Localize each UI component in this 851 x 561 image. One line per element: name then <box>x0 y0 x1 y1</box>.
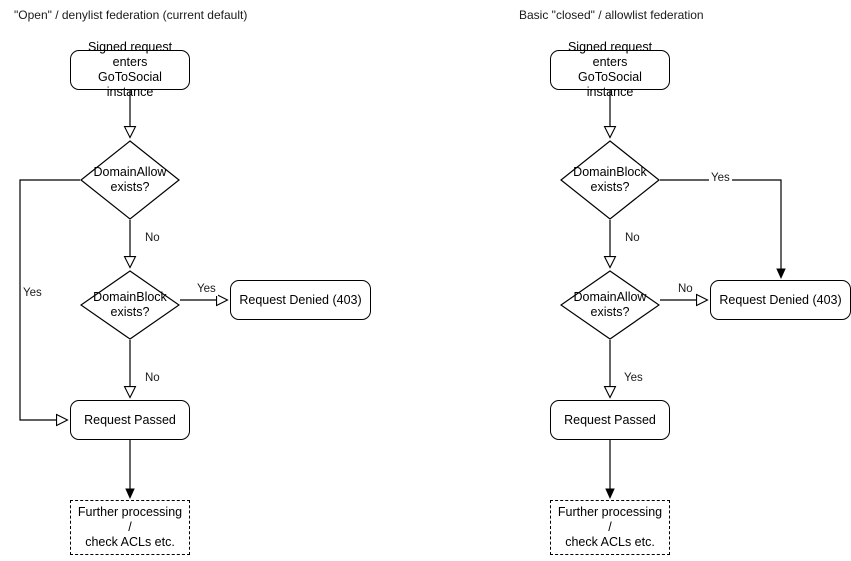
node-further-processing-left: Further processing / check ACLs etc. <box>70 500 190 555</box>
node-entry-left: Signed request enters GoToSocial instanc… <box>70 40 190 99</box>
diamond-shape <box>560 270 660 340</box>
node-further-processing-right: Further processing / check ACLs etc. <box>550 500 670 555</box>
decision-domainallow-left: DomainAllow exists? <box>80 140 180 220</box>
edge-label-right-block-no: No <box>623 232 642 245</box>
diamond-shape <box>560 140 660 220</box>
node-request-denied-left: Request Denied (403) <box>230 280 371 320</box>
decision-domainblock-right-label: DomainBlock exists? <box>573 165 647 194</box>
node-request-denied-right-label: Request Denied (403) <box>719 292 842 307</box>
node-request-denied-left-label: Request Denied (403) <box>239 292 362 307</box>
diamond-shape <box>80 270 180 340</box>
decision-domainallow-right: DomainAllow exists? <box>560 270 660 340</box>
node-further-processing-left-label: Further processing / check ACLs etc. <box>77 505 183 549</box>
edge-label-left-allow-no: No <box>143 232 162 245</box>
decision-domainblock-left: DomainBlock exists? <box>80 270 180 340</box>
edge-label-right-block-yes: Yes <box>709 172 732 185</box>
edge-label-right-allow-yes: Yes <box>622 372 645 385</box>
node-request-passed-left: Request Passed <box>70 400 190 440</box>
decision-domainallow-left-label: DomainAllow exists? <box>93 165 167 194</box>
edge-label-left-block-no: No <box>143 372 162 385</box>
node-entry-right-label: Signed request enters GoToSocial instanc… <box>567 40 653 99</box>
decision-domainallow-right-label: DomainAllow exists? <box>573 290 647 319</box>
edge-label-left-allow-yes: Yes <box>21 287 44 300</box>
node-entry-left-label: Signed request enters GoToSocial instanc… <box>87 40 173 99</box>
node-request-passed-right: Request Passed <box>550 400 670 440</box>
diamond-shape <box>80 140 180 220</box>
diagram-title-right: Basic "closed" / allowlist federation <box>519 8 704 22</box>
diagram-title-left: "Open" / denylist federation (current de… <box>14 8 248 22</box>
edge-label-right-allow-no: No <box>676 283 695 296</box>
node-request-passed-right-label: Request Passed <box>564 412 656 427</box>
decision-domainblock-right: DomainBlock exists? <box>560 140 660 220</box>
node-request-denied-right: Request Denied (403) <box>710 280 851 320</box>
node-request-passed-left-label: Request Passed <box>84 412 176 427</box>
node-further-processing-right-label: Further processing / check ACLs etc. <box>557 505 663 549</box>
edge-label-left-block-yes: Yes <box>195 283 218 296</box>
node-entry-right: Signed request enters GoToSocial instanc… <box>550 40 670 99</box>
decision-domainblock-left-label: DomainBlock exists? <box>93 290 167 319</box>
